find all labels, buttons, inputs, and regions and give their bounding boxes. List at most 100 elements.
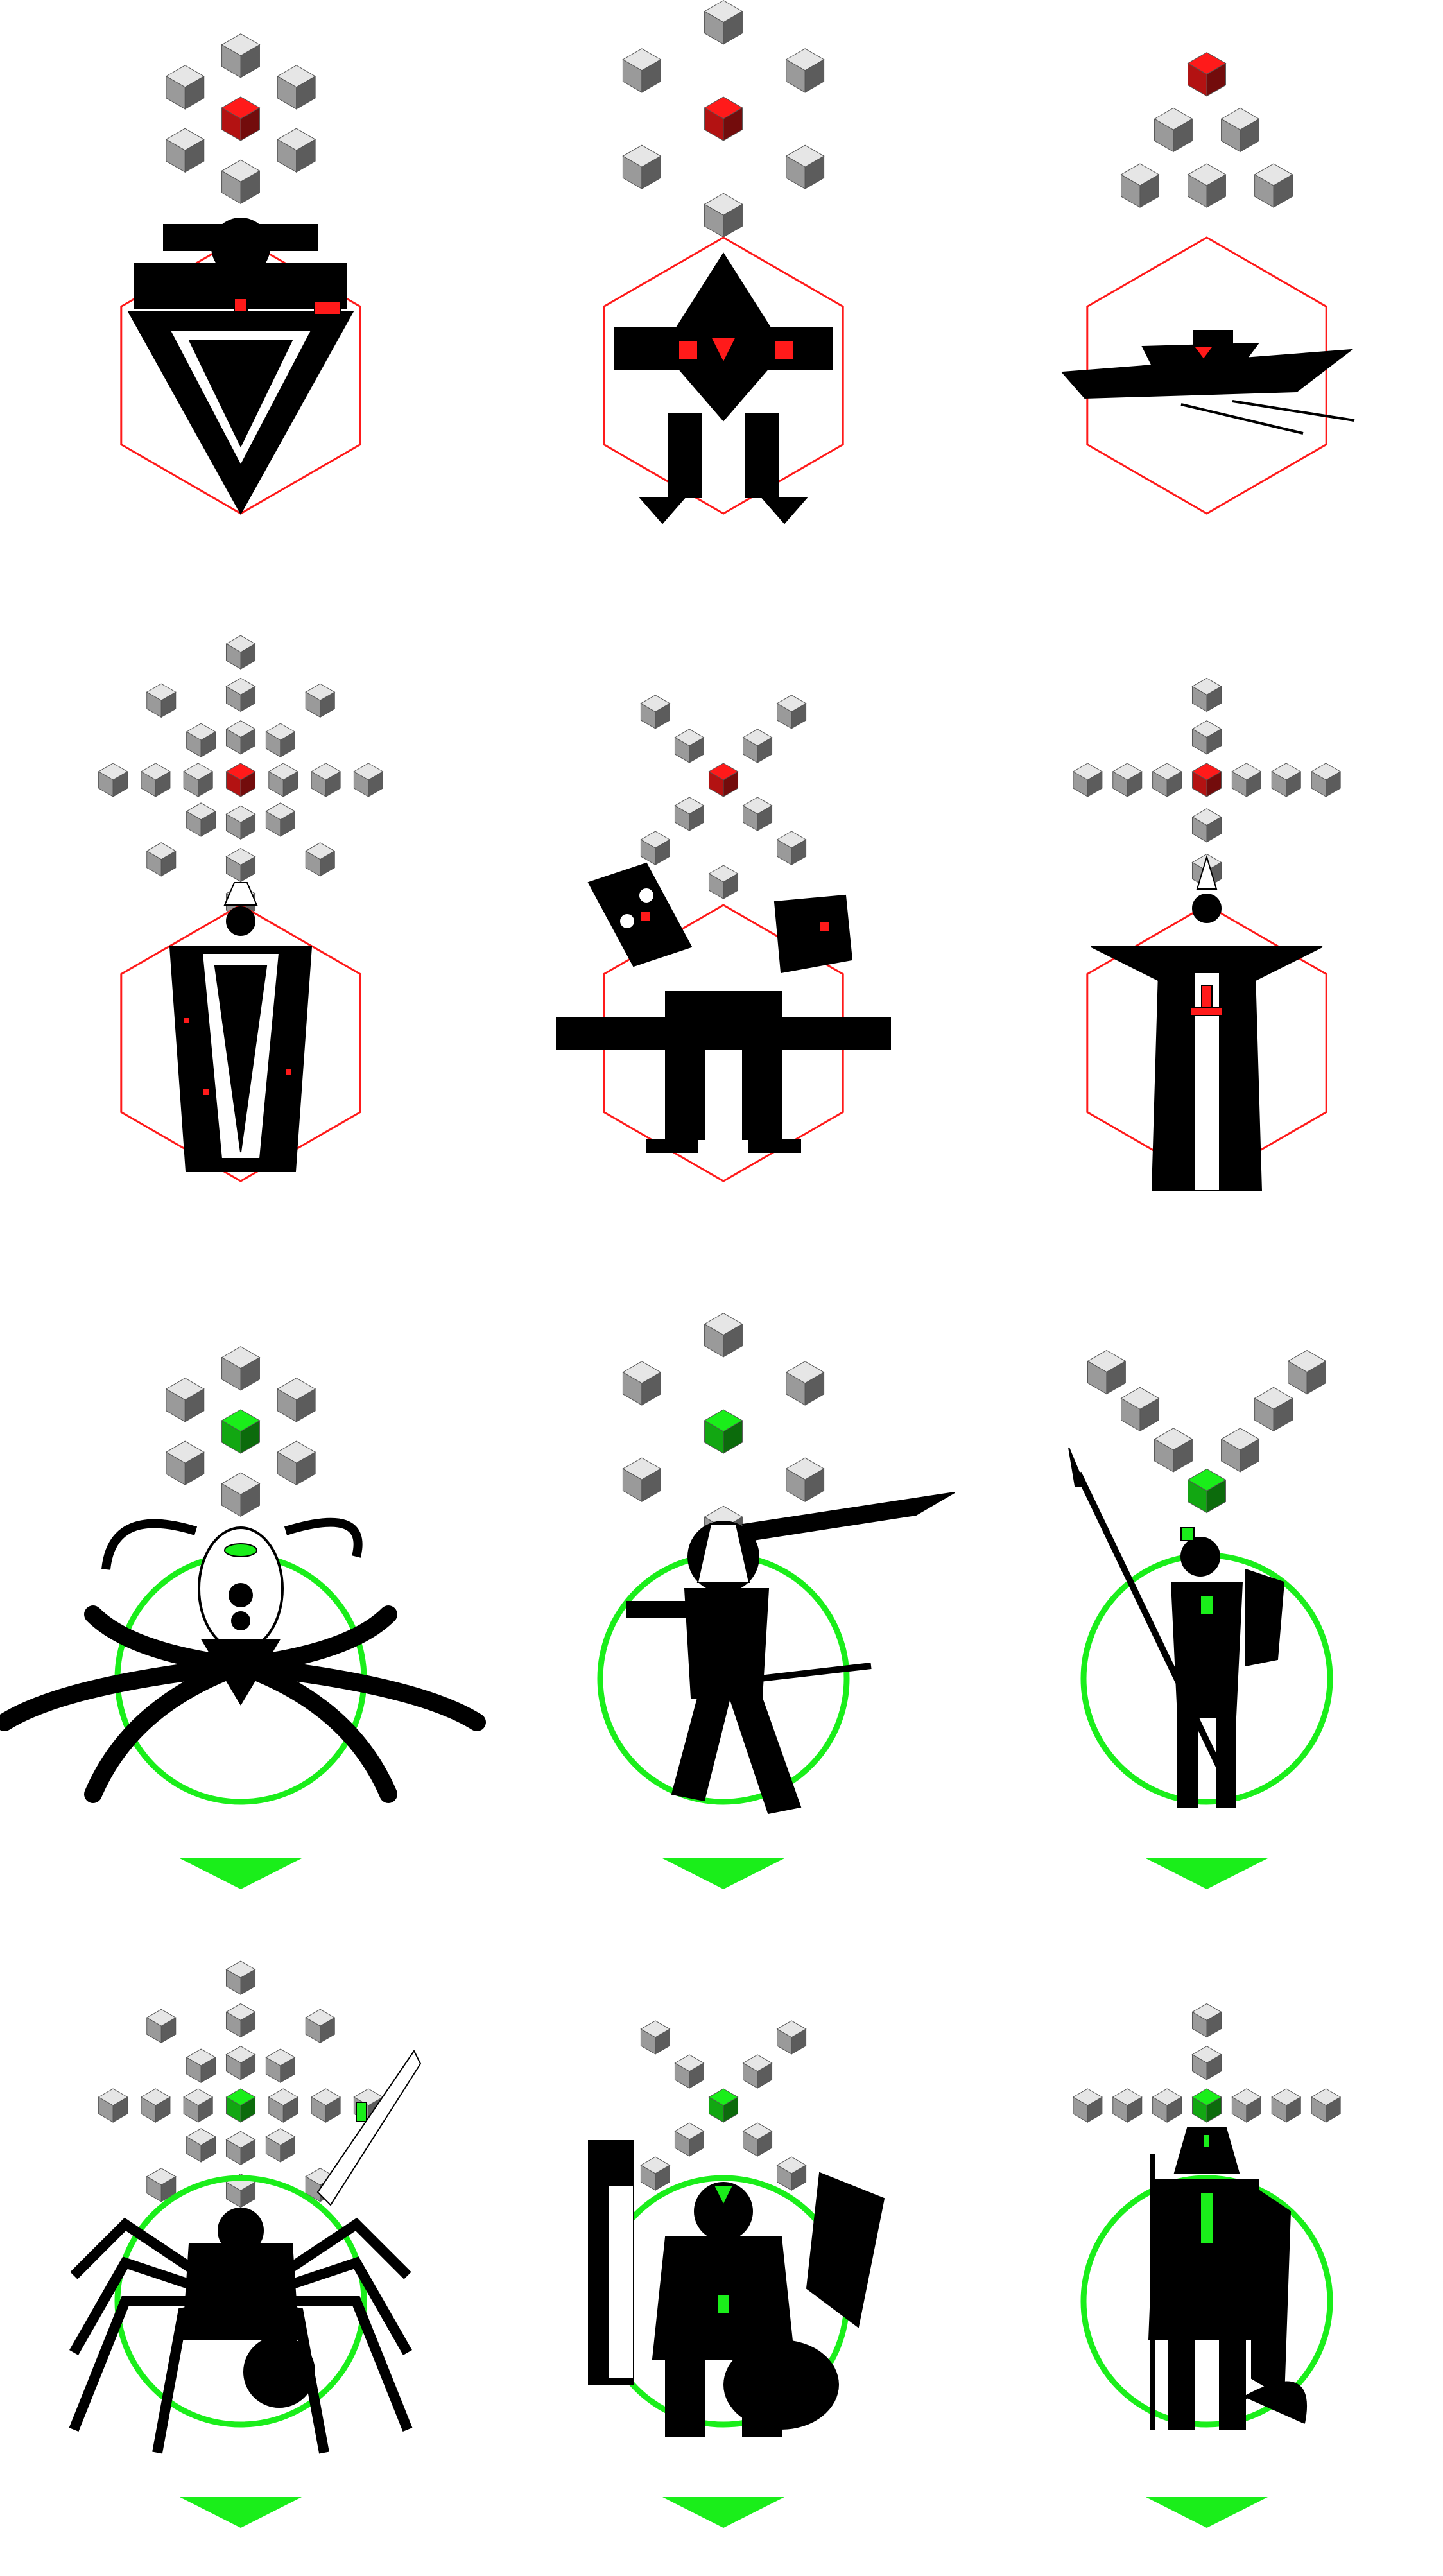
- accent-cube-icon: [221, 96, 261, 141]
- cube-icon: [221, 33, 261, 78]
- cube-icon: [640, 2020, 671, 2055]
- cube-icon: [742, 2054, 773, 2089]
- cube-icon: [140, 2088, 171, 2123]
- cube-emblem: [98, 635, 384, 919]
- cube-emblem: [640, 695, 807, 899]
- circle-frame: [114, 2175, 367, 2428]
- cube-icon: [186, 802, 216, 837]
- pointer-triangle-icon[interactable]: [1146, 1858, 1268, 1889]
- cube-icon: [776, 2020, 807, 2055]
- pointer-triangle-icon[interactable]: [180, 2497, 302, 2528]
- cube-icon: [225, 2003, 256, 2038]
- cube-icon: [1254, 1387, 1293, 1432]
- cube-icon: [265, 802, 296, 837]
- cube-icon: [622, 1361, 662, 1406]
- unit-card-red-walker-mech[interactable]: [603, 0, 844, 524]
- unit-card-green-goat-spearman[interactable]: [1068, 1349, 1333, 1889]
- cube-icon: [1231, 763, 1262, 797]
- cube-icon: [225, 2131, 256, 2166]
- cube-icon: [225, 635, 256, 670]
- cube-icon: [776, 831, 807, 865]
- cube-icon: [186, 2128, 216, 2163]
- cube-icon: [1087, 1349, 1127, 1395]
- cube-icon: [785, 1361, 825, 1406]
- cube-icon: [1311, 2088, 1342, 2123]
- cube-icon: [1191, 677, 1222, 713]
- cube-icon: [1231, 2088, 1262, 2123]
- pointer-triangle-icon[interactable]: [180, 1858, 302, 1889]
- cube-icon: [1191, 808, 1222, 843]
- cube-emblem: [1087, 1349, 1327, 1514]
- unit-card-green-spider-mech[interactable]: [69, 1960, 422, 2528]
- cube-icon: [776, 2156, 807, 2191]
- cube-icon: [1072, 2088, 1103, 2123]
- hexagon-frame: [603, 236, 844, 515]
- cube-icon: [186, 2048, 216, 2083]
- robed-sorcerer-icon: [169, 882, 313, 1172]
- cube-icon: [1220, 1428, 1260, 1473]
- cube-icon: [146, 2009, 177, 2044]
- wolf-knight-icon: [1148, 2127, 1308, 2430]
- cube-icon: [277, 65, 316, 110]
- cube-icon: [742, 2122, 773, 2157]
- unit-card-green-lion-swordsman[interactable]: [597, 1313, 955, 1889]
- cube-icon: [1152, 2088, 1182, 2123]
- accent-cube-icon: [225, 2088, 256, 2123]
- cube-icon: [674, 797, 705, 831]
- hexagon-frame: [120, 904, 361, 1182]
- cube-icon: [221, 159, 261, 205]
- cube-icon: [225, 2046, 256, 2080]
- cube-icon: [305, 683, 336, 718]
- cube-icon: [1154, 107, 1193, 153]
- cube-icon: [640, 2156, 671, 2191]
- unit-card-red-hover-craft[interactable]: [1060, 52, 1355, 515]
- hover-craft-icon: [1060, 330, 1355, 435]
- artillery-mech-icon: [556, 862, 891, 1153]
- pointer-triangle-icon[interactable]: [1146, 2497, 1268, 2528]
- unit-card-red-artillery-mech[interactable]: [556, 695, 891, 1182]
- cube-icon: [622, 144, 662, 190]
- cube-icon: [225, 848, 256, 883]
- cube-icon: [1072, 763, 1103, 797]
- unit-card-green-wolf-knight[interactable]: [1072, 2003, 1342, 2528]
- cube-icon: [225, 1960, 256, 1995]
- accent-cube-icon: [708, 2088, 739, 2123]
- cube-icon: [1187, 163, 1227, 208]
- cube-icon: [785, 48, 825, 93]
- pointer-triangle-icon[interactable]: [662, 2497, 784, 2528]
- octopus-beast-icon: [0, 1517, 486, 1803]
- unit-card-red-robed-sorcerer[interactable]: [98, 635, 384, 1182]
- cube-icon: [186, 723, 216, 757]
- cube-icon: [146, 842, 177, 877]
- accent-cube-icon: [1191, 763, 1222, 797]
- cube-icon: [742, 729, 773, 763]
- unit-card-red-high-priest[interactable]: [1072, 677, 1342, 1191]
- lion-swordsman-icon: [626, 1492, 955, 1815]
- cube-emblem: [1120, 52, 1293, 208]
- cube-icon: [1112, 763, 1143, 797]
- cube-icon: [1271, 2088, 1302, 2123]
- high-priest-icon: [1091, 854, 1323, 1191]
- accent-cube-icon: [221, 1409, 261, 1454]
- cube-icon: [674, 729, 705, 763]
- cube-icon: [225, 677, 256, 713]
- cube-icon: [165, 1378, 205, 1422]
- cube-icon: [265, 723, 296, 757]
- unit-card-red-warlord-throne[interactable]: [120, 33, 361, 515]
- unit-card-green-octopus-beast[interactable]: [0, 1346, 486, 1889]
- pointer-triangle-icon[interactable]: [662, 1858, 784, 1889]
- unit-card-green-armored-beast[interactable]: [588, 2020, 885, 2528]
- cube-icon: [165, 128, 205, 173]
- cube-icon: [277, 1378, 316, 1422]
- cube-icon: [674, 2122, 705, 2157]
- cube-icon: [1254, 163, 1293, 208]
- accent-cube-icon: [708, 763, 739, 797]
- cube-icon: [98, 763, 128, 797]
- cube-icon: [1191, 2046, 1222, 2080]
- cube-emblem: [165, 1346, 316, 1517]
- cube-icon: [311, 763, 341, 797]
- cube-icon: [704, 193, 743, 238]
- cube-icon: [146, 2168, 177, 2202]
- cube-icon: [785, 1457, 825, 1503]
- cube-icon: [225, 720, 256, 755]
